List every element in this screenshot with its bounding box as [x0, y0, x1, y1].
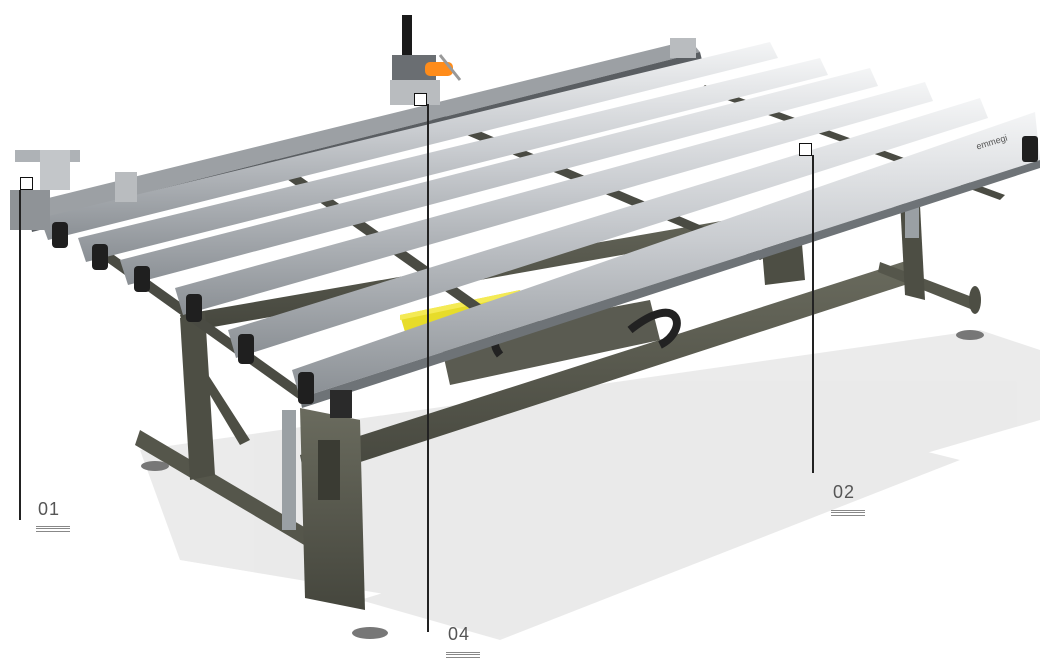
callout-02-leader [812, 155, 814, 473]
callout-01-marker[interactable] [20, 177, 33, 190]
callout-02-label: 02 [833, 482, 856, 502]
callout-01-label: 01 [38, 499, 61, 519]
callout-01-leader [19, 190, 21, 520]
left-clamp [10, 150, 137, 230]
floor-shadow [140, 330, 1040, 640]
callout-04-label: 04 [448, 624, 471, 644]
callout-02-marker[interactable] [799, 143, 812, 156]
rail-set [40, 42, 1040, 408]
callout-04-underline [446, 652, 480, 658]
callout-04-leader [427, 104, 429, 632]
callout-02-underline [831, 510, 865, 516]
rail-end-caps [52, 136, 1038, 418]
callout-04-marker[interactable] [414, 93, 427, 106]
callout-01-underline [36, 526, 70, 532]
